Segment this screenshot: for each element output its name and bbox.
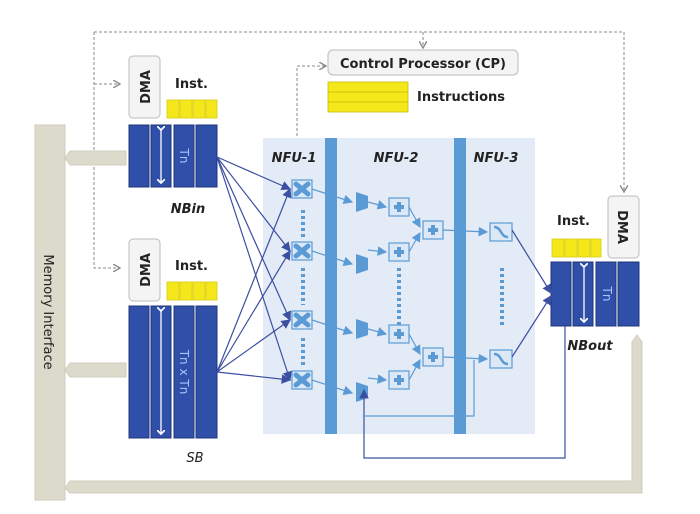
instructions-label: Instructions bbox=[417, 90, 505, 105]
multiply-icon bbox=[293, 312, 311, 328]
sigmoid-icon bbox=[493, 225, 509, 239]
dma-nbout: DMA bbox=[607, 195, 640, 259]
multiplier-unit bbox=[291, 241, 354, 266]
nfu-lane bbox=[356, 319, 513, 402]
plus-icon bbox=[428, 352, 438, 362]
memory-interface-label: Memory Interface bbox=[40, 254, 55, 369]
multiplier-unit bbox=[291, 179, 354, 204]
adder-tree-unit bbox=[356, 254, 368, 274]
adder-tree-unit bbox=[356, 192, 368, 212]
svg-text:DMA: DMA bbox=[614, 210, 629, 244]
nfu-1-label: NFU-1 bbox=[272, 151, 317, 166]
cp-instructions bbox=[327, 81, 409, 113]
nfu-3-label: NFU-3 bbox=[474, 151, 519, 166]
sb-bus bbox=[64, 362, 127, 378]
nfu-2-label: NFU-2 bbox=[374, 151, 419, 166]
plus-icon bbox=[394, 247, 404, 257]
sb-dim-label: Tn x Tn bbox=[177, 349, 191, 395]
nbout-inst-queue bbox=[551, 238, 602, 258]
nfu2-units bbox=[356, 192, 513, 402]
adder-tree-unit bbox=[356, 319, 368, 339]
nbin-bus bbox=[64, 150, 127, 166]
nbout-buffer bbox=[550, 261, 640, 327]
dma-sb: DMA bbox=[128, 238, 161, 302]
sb-inst-queue bbox=[166, 281, 218, 301]
sb-buffer bbox=[128, 305, 218, 439]
sb-inst-label: Inst. bbox=[175, 259, 208, 274]
nbin-dim-label: Tn bbox=[177, 148, 191, 164]
plus-icon bbox=[428, 225, 438, 235]
nbin-inst-queue bbox=[166, 99, 218, 119]
memory-interface: Memory Interface bbox=[34, 124, 643, 501]
plus-icon bbox=[394, 375, 404, 385]
nfu-lane bbox=[356, 192, 513, 274]
nfu-pipeline-bar-1 bbox=[325, 138, 337, 434]
svg-text:Control Processor (CP): Control Processor (CP) bbox=[340, 57, 506, 72]
multiply-icon bbox=[293, 243, 311, 259]
plus-icon bbox=[394, 202, 404, 212]
multiplier-unit bbox=[291, 370, 354, 395]
nbin-label: NBin bbox=[171, 202, 206, 217]
input-wires bbox=[216, 156, 292, 384]
nbout-inst-label: Inst. bbox=[557, 214, 590, 229]
sb-label: SB bbox=[186, 451, 203, 466]
multiply-icon bbox=[293, 181, 311, 197]
nbout-label: NBout bbox=[567, 339, 613, 354]
svg-text:DMA: DMA bbox=[139, 70, 154, 104]
multiply-icon bbox=[293, 372, 311, 388]
dma-nbin: DMA bbox=[128, 55, 161, 119]
output-wires bbox=[359, 229, 566, 459]
plus-icon bbox=[394, 329, 404, 339]
control-lines bbox=[93, 31, 624, 268]
nbin-inst-label: Inst. bbox=[175, 77, 208, 92]
multipliers bbox=[291, 179, 504, 395]
control-processor: Control Processor (CP) bbox=[327, 49, 519, 76]
svg-text:DMA: DMA bbox=[139, 253, 154, 287]
nbin-buffer bbox=[128, 124, 218, 188]
nbout-dim-label: Tn bbox=[600, 286, 614, 302]
nfu-pipeline-bar-2 bbox=[454, 138, 466, 434]
nbout-bus bbox=[64, 334, 643, 494]
sigmoid-icon bbox=[493, 352, 509, 366]
multiplier-unit bbox=[291, 310, 354, 335]
